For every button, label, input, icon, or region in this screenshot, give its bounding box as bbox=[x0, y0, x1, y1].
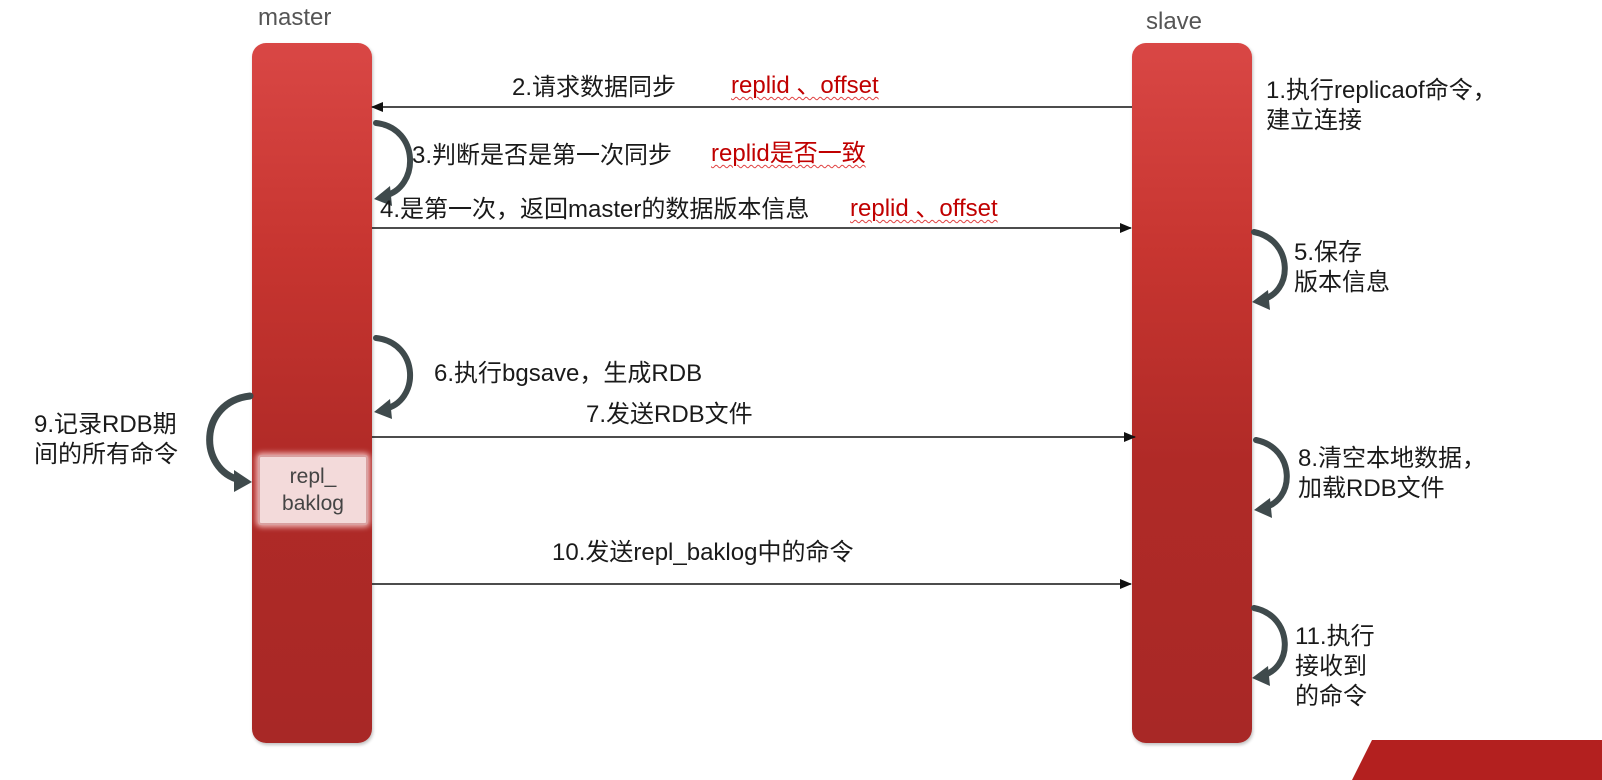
step-8-line-2: 加载RDB文件 bbox=[1298, 475, 1445, 502]
step-8-label: 8.清空本地数据， 加载RDB文件 bbox=[1298, 444, 1486, 504]
step-11-line-2: 接收到 bbox=[1295, 653, 1367, 680]
step-1-label: 1.执行replicaof命令， 建立连接 bbox=[1266, 76, 1497, 136]
corner-banner-decoration bbox=[1352, 740, 1602, 780]
loop-arrow-step-11 bbox=[1251, 605, 1288, 686]
slave-title: slave bbox=[1146, 8, 1203, 35]
slave-lane bbox=[1132, 43, 1252, 743]
step-8-line-1: 8.清空本地数据， bbox=[1298, 445, 1487, 472]
step-11-line-3: 的命令 bbox=[1295, 683, 1367, 710]
buffer-line-2: baklog bbox=[282, 492, 344, 515]
step-4-param: replid 、offset bbox=[850, 195, 998, 222]
step-3-param: replid是否一致 bbox=[711, 140, 866, 167]
loop-arrow-step-5 bbox=[1251, 229, 1288, 310]
step-5-line-1: 5.保存 bbox=[1294, 239, 1363, 266]
step-9-label: 9.记录RDB期 间的所有命令 bbox=[34, 410, 178, 470]
step-11-label: 11.执行 接收到 的命令 bbox=[1295, 622, 1375, 712]
loop-arrow-step-9 bbox=[206, 392, 254, 492]
loop-arrow-step-6 bbox=[373, 335, 413, 419]
step-1-line-2: 建立连接 bbox=[1266, 107, 1362, 134]
master-lane bbox=[252, 43, 372, 743]
step-6-label: 6.执行bgsave，生成RDB bbox=[434, 360, 703, 387]
loop-arrow-step-3 bbox=[373, 120, 413, 206]
step-4-label: 4.是第一次，返回master的数据版本信息 bbox=[380, 196, 810, 223]
step-9-line-1: 9.记录RDB期 bbox=[34, 411, 177, 438]
step-7-label: 7.发送RDB文件 bbox=[586, 401, 753, 428]
loop-arrow-step-8 bbox=[1253, 437, 1290, 518]
step-2-param: replid 、offset bbox=[731, 72, 879, 99]
step-10-label: 10.发送repl_baklog中的命令 bbox=[552, 539, 854, 566]
step-5-label: 5.保存 版本信息 bbox=[1294, 238, 1390, 298]
master-title: master bbox=[258, 4, 332, 31]
step-11-line-1: 11.执行 bbox=[1295, 623, 1375, 650]
step-5-line-2: 版本信息 bbox=[1294, 269, 1390, 296]
step-2-label: 2.请求数据同步 bbox=[512, 74, 677, 101]
repl-baklog-buffer: repl_ baklog bbox=[258, 455, 368, 525]
step-3-label: 3.判断是否是第一次同步 bbox=[412, 142, 673, 169]
step-9-line-2: 间的所有命令 bbox=[34, 441, 178, 468]
buffer-line-1: repl_ bbox=[289, 465, 337, 488]
step-1-line-1: 1.执行replicaof命令， bbox=[1266, 77, 1497, 104]
